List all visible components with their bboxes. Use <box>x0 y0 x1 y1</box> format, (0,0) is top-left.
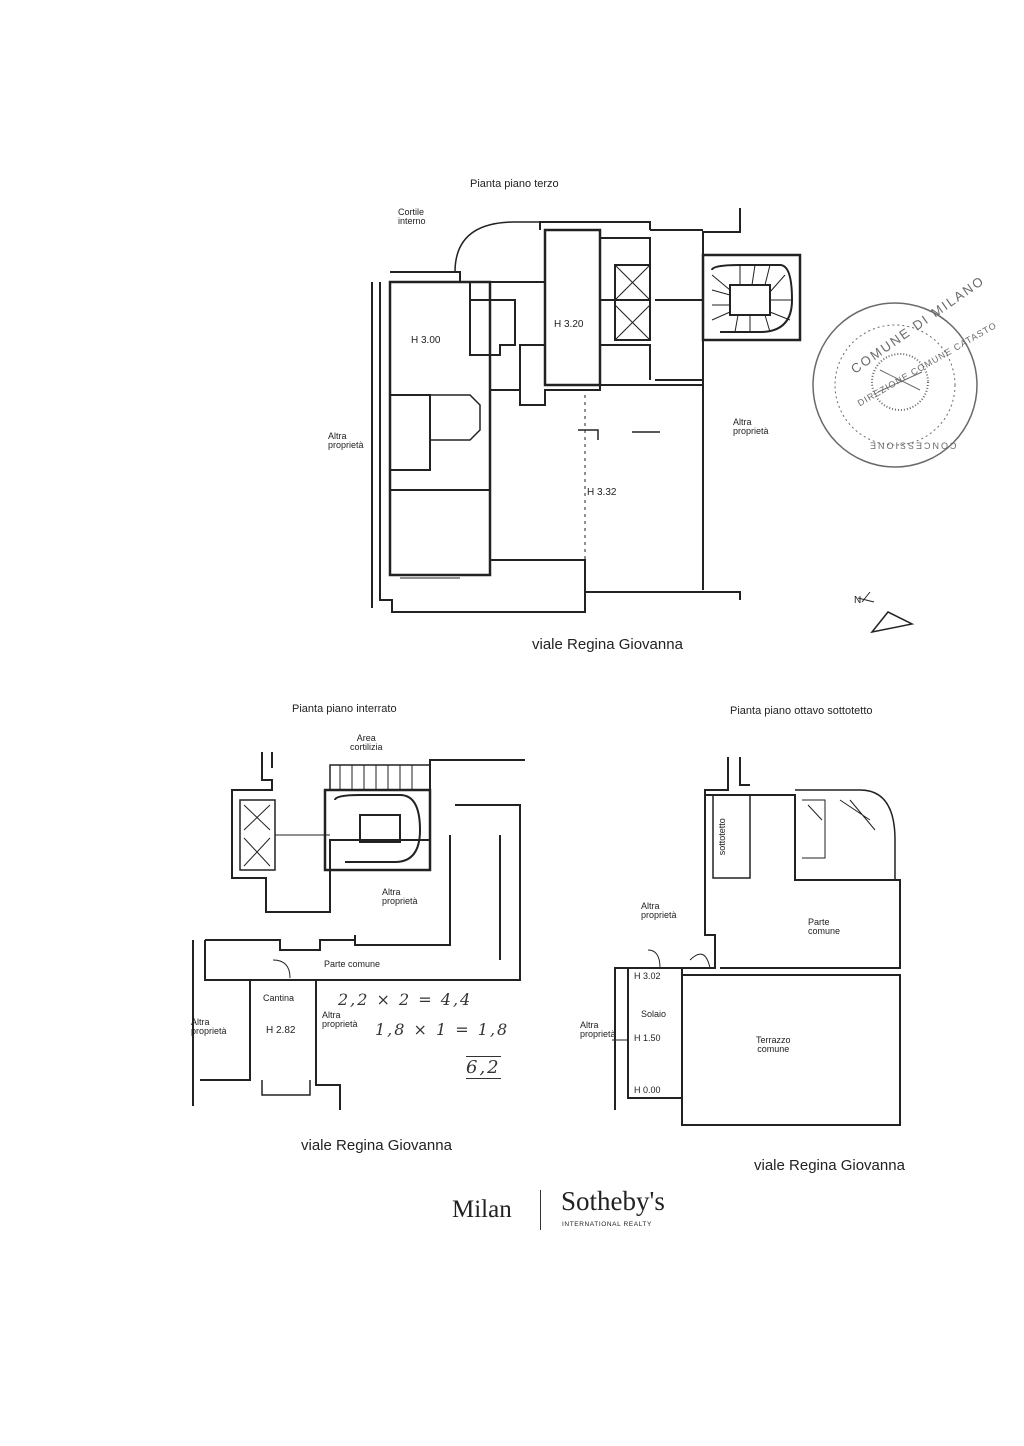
street-label-basement: viale Regina Giovanna <box>301 1137 452 1154</box>
neighbour-basement-mid: Altra proprietà <box>322 1010 358 1030</box>
room-area-cortilizia: Area cortilizia <box>350 733 383 753</box>
street-label-top: viale Regina Giovanna <box>532 636 683 653</box>
room-sottotetto: sottotetto <box>716 818 727 856</box>
plan-basement-title: Pianta piano interrato <box>292 703 397 715</box>
compass-letter: N <box>854 595 862 606</box>
room-height-main: H 3.32 <box>587 487 617 498</box>
room-parte-comune-attic: Parte comune <box>808 917 841 937</box>
handwritten-calc-line2: 1,8 × 1 = 1,8 <box>375 1020 510 1039</box>
room-cantina: Cantina <box>263 993 295 1003</box>
level-h150: H 1.50 <box>634 1033 661 1043</box>
logo-subtitle: INTERNATIONAL REALTY <box>562 1221 652 1228</box>
stamp-bottom-text: CONCESSIONE <box>868 440 957 451</box>
neighbour-left: Altra proprietà <box>328 431 364 451</box>
handwritten-calc-total: 6,2 <box>466 1056 501 1079</box>
north-arrow <box>857 591 915 634</box>
room-height-left: H 3.00 <box>411 335 441 346</box>
plan-attic-title: Pianta piano ottavo sottotetto <box>730 705 873 717</box>
logo-city: Milan <box>452 1196 512 1223</box>
neighbour-basement-center: Altra proprietà <box>382 887 418 907</box>
neighbour-attic-top: Altra proprietà <box>641 901 677 921</box>
handwritten-calc-line1: 2,2 × 2 = 4,4 <box>338 990 473 1009</box>
street-label-attic: viale Regina Giovanna <box>754 1157 905 1174</box>
logo-brand: Sotheby's <box>561 1186 665 1216</box>
plan-basement-walls <box>192 752 525 1110</box>
plan-top-title: Pianta piano terzo <box>470 178 559 190</box>
room-cortile-interno: Cortile interno <box>398 207 426 227</box>
logo-separator <box>540 1190 541 1230</box>
room-solaio: Solaio <box>641 1009 667 1019</box>
neighbour-right: Altra proprietà <box>733 417 769 437</box>
room-height-center: H 3.20 <box>554 319 584 330</box>
plan-attic-walls <box>612 757 901 1126</box>
room-height-cantina: H 2.82 <box>266 1025 296 1036</box>
room-parte-comune-basement: Parte comune <box>324 959 381 969</box>
cadastre-stamp <box>812 302 978 468</box>
plan-top-walls <box>371 208 802 613</box>
level-h302: H 3.02 <box>634 971 661 981</box>
neighbour-basement-left: Altra proprietà <box>191 1017 227 1037</box>
room-terrazzo-comune: Terrazzo comune <box>756 1035 791 1055</box>
neighbour-attic-left: Altra proprietà <box>580 1020 616 1040</box>
level-h000: H 0.00 <box>634 1085 661 1095</box>
